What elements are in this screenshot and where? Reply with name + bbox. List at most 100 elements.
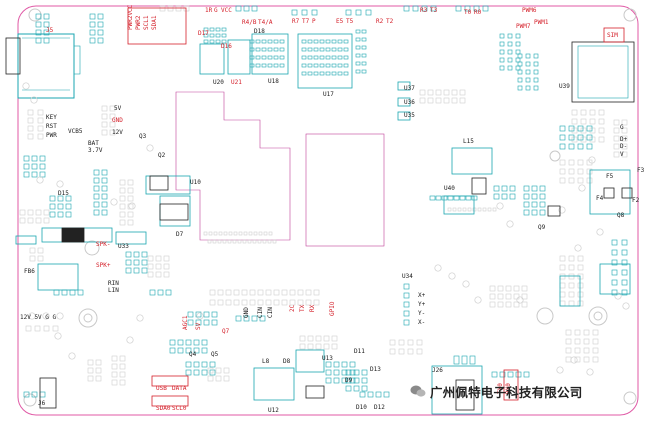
pad <box>35 209 42 216</box>
wechat-icon <box>410 385 426 397</box>
j5-connector <box>5 33 81 99</box>
pad <box>93 177 100 184</box>
pad <box>235 315 242 322</box>
pad <box>513 285 520 292</box>
pad <box>165 289 172 296</box>
pad <box>611 259 618 266</box>
label-r0: R0 <box>474 9 482 16</box>
pad <box>257 289 264 296</box>
pad <box>241 299 248 306</box>
pad <box>429 195 436 201</box>
pad <box>209 369 216 376</box>
pad <box>218 231 223 236</box>
pad <box>221 39 227 44</box>
pad <box>325 71 331 76</box>
pad <box>621 239 628 246</box>
ref-u13: U13 <box>322 355 333 362</box>
pad <box>57 203 64 210</box>
pad <box>559 282 566 289</box>
pad <box>225 299 232 306</box>
pad <box>187 311 194 318</box>
label-vcc: VCC <box>221 7 232 14</box>
pad <box>525 53 531 59</box>
company-watermark: 广州佩特电子科技有限公司 <box>410 382 582 400</box>
pad <box>559 177 566 184</box>
via-pad <box>558 206 566 214</box>
pad <box>187 319 194 326</box>
pad <box>127 187 134 194</box>
pad <box>307 39 313 44</box>
pad <box>559 291 566 298</box>
pad <box>403 292 410 299</box>
pad <box>343 39 349 44</box>
pad <box>133 259 140 266</box>
pad <box>273 289 280 296</box>
label-t7: T7 <box>302 18 310 25</box>
pad <box>23 163 30 170</box>
pad <box>89 21 96 28</box>
pad <box>217 289 224 296</box>
ref-u40: U40 <box>444 185 455 192</box>
label-g-usb: G <box>620 124 624 131</box>
via-pad <box>596 228 604 236</box>
pad <box>621 135 628 142</box>
pad <box>539 185 546 192</box>
via-pad <box>136 314 144 322</box>
pad <box>133 251 140 258</box>
pad <box>297 299 304 306</box>
pad <box>497 301 504 308</box>
pad <box>589 136 596 143</box>
pad <box>345 369 352 376</box>
pad <box>65 203 72 210</box>
ref-l15: L15 <box>463 138 474 145</box>
pad <box>568 255 575 262</box>
pad <box>255 63 261 68</box>
ref-q5: Q5 <box>211 351 219 358</box>
pad <box>407 339 414 346</box>
pad <box>325 39 331 44</box>
pad <box>577 273 584 280</box>
pad <box>507 41 513 47</box>
pad <box>25 325 32 332</box>
pad <box>531 193 538 200</box>
vlabel-sda1: SDA1 <box>151 15 158 30</box>
pad <box>313 55 319 60</box>
pad <box>267 239 272 244</box>
pad <box>355 61 361 66</box>
pad <box>65 195 72 202</box>
pad <box>521 293 528 300</box>
pad <box>323 335 330 342</box>
pad <box>93 201 100 208</box>
pad <box>501 185 508 192</box>
pad <box>37 125 44 132</box>
pad <box>515 65 521 71</box>
via-pad <box>28 312 36 320</box>
pad <box>459 89 466 96</box>
ref-d8: D8 <box>283 358 291 365</box>
pad <box>337 63 343 68</box>
pad <box>97 37 104 44</box>
pad <box>101 209 108 216</box>
pad <box>493 193 500 200</box>
pad <box>193 361 200 368</box>
pad <box>513 301 520 308</box>
pad <box>505 293 512 300</box>
pad <box>589 118 596 125</box>
pad <box>517 61 523 67</box>
pad <box>109 129 116 136</box>
pad <box>34 325 41 332</box>
pad <box>319 55 325 60</box>
pad <box>497 285 504 292</box>
pad <box>37 133 44 140</box>
pad <box>127 219 134 226</box>
pad <box>331 343 338 350</box>
pad <box>430 5 437 12</box>
pad <box>571 127 578 134</box>
pad <box>435 97 442 104</box>
ram-region-outline <box>305 133 385 247</box>
pad <box>307 335 314 342</box>
pad <box>49 203 56 210</box>
pad <box>313 289 320 296</box>
pad <box>27 217 34 224</box>
pad <box>577 282 584 289</box>
